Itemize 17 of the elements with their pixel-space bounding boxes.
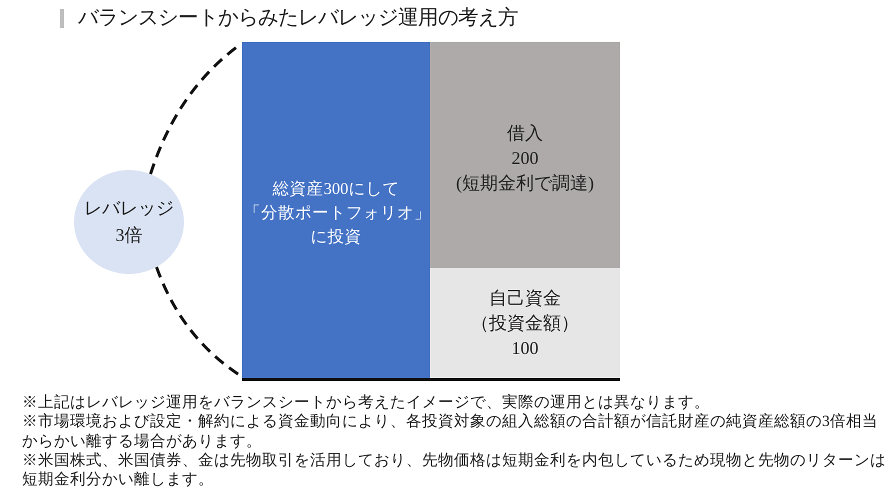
block-heading: 自己資金 [489,286,561,310]
footnote-text: ※上記はレバレッジ運用をバランスシートから考えたイメージで、実際の運用とは異なります。 [22,393,711,412]
block-heading: 借入 [507,122,543,144]
oval-label: レバレッジ [84,197,174,220]
footnote-text: ※米国株式、米国債券、金は先物取引を活用しており、先物価格は短期金利を内包しているため現物と先物のリターンは短期金利分かい離します。 [22,450,887,490]
total-assets-block [242,42,430,378]
borrowing-block [430,42,620,268]
equity-block [430,268,620,378]
multiplier-text: 3倍 [116,224,142,247]
diagram-title: バランスシートからみたレバレッジ運用の考え方 [78,6,518,31]
dashed-connector [155,266,242,378]
amount-text: 200 [512,146,538,170]
note-text: (短期金利で調達) [456,172,594,195]
note-text: （投資金額） [471,312,579,334]
amount-text: 100 [512,336,538,360]
footnote-text: ※市場環境および設定・解約による資金動向により、各投資対象の組入総額の合計額が信託財産の純資産総額の3倍相当からかい離する場合があります。 [22,412,879,451]
block-text: 総資産300にして「分散ポートフォリオ」に投資 [244,178,428,248]
